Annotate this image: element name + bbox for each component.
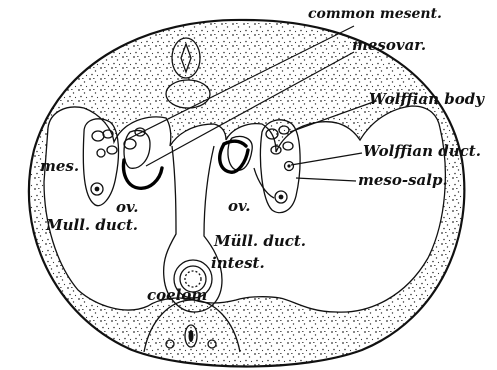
label-wolffian-body: Wolffian body: [369, 90, 485, 108]
label-common-mesent: common mesent.: [308, 6, 442, 22]
label-intestine: intest.: [211, 254, 265, 272]
label-ovary-left: ov.: [116, 198, 138, 216]
label-mes: mes.: [40, 157, 79, 175]
body-wall: [29, 20, 464, 367]
label-ovary-right: ov.: [228, 197, 250, 215]
label-mullerian-duct-left: Mull. duct.: [45, 216, 138, 234]
label-meso-salp: meso-salp.: [358, 171, 448, 189]
label-wolffian-duct: Wolffian duct.: [363, 142, 481, 160]
label-coelom: coelom: [147, 286, 207, 304]
label-mullerian-duct-right: Müll. duct.: [213, 232, 306, 250]
label-mesovar: mesovar.: [352, 36, 426, 54]
